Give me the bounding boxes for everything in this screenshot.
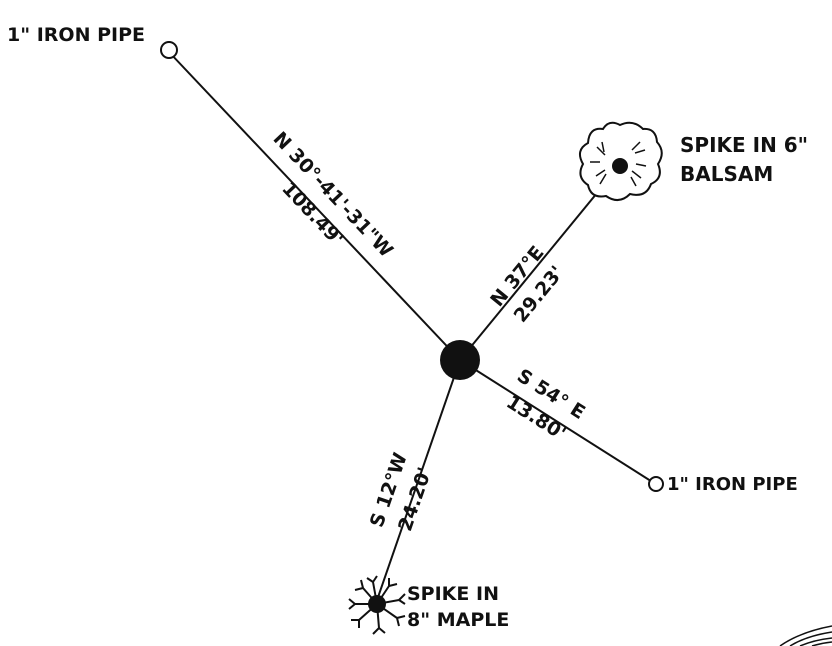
spike-marker-icon [368, 595, 386, 613]
spike-marker-icon [612, 158, 628, 174]
s-point-label-2: 8" MAPLE [407, 609, 509, 631]
se-point-label: 1" IRON PIPE [667, 474, 798, 495]
iron-pipe-icon [160, 41, 178, 59]
iron-pipe-icon [648, 476, 664, 492]
maple-tree-icon [348, 575, 406, 635]
line-se [459, 359, 655, 484]
ne-point-label-1: SPIKE IN 6" [680, 133, 808, 157]
line-ne [459, 164, 621, 361]
nw-point-label: 1" IRON PIPE [7, 24, 145, 46]
hatched-edge-shape [779, 625, 832, 646]
line-s [375, 359, 461, 604]
center-monument-icon [440, 340, 480, 380]
line-nw [168, 51, 461, 361]
ne-point-label-2: BALSAM [680, 162, 773, 186]
s-point-label-1: SPIKE IN [407, 583, 499, 605]
